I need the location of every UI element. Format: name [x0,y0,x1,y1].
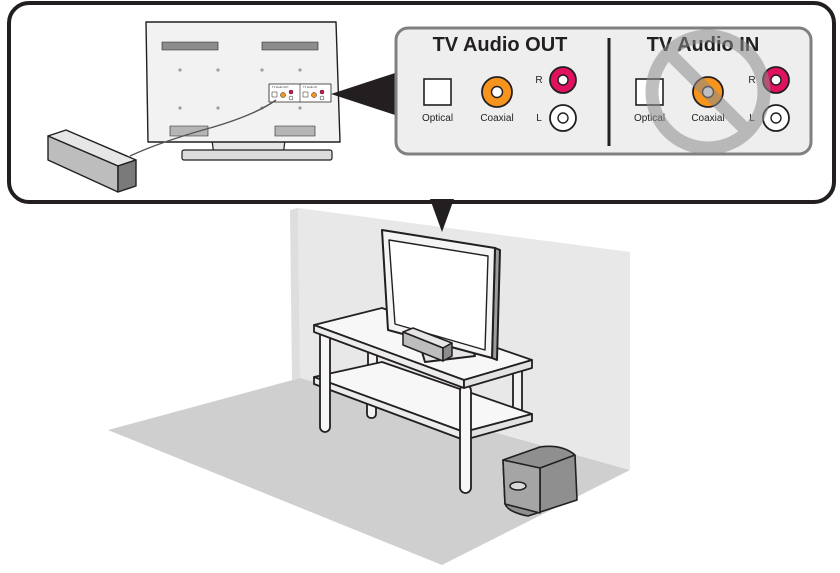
floor [108,378,630,565]
coaxial-port-out [481,76,513,108]
tv-back-panel: TV Audio OUT TV Audio IN [145,21,341,161]
tv-audio-out-section: TV Audio OUT Optical Coaxial R L [422,34,577,132]
tv-audio-out-title: TV Audio OUT [433,34,568,56]
room-scene [108,208,630,565]
optical-label-in: Optical [634,113,665,124]
r-label-in: R [748,75,755,86]
tv [381,229,501,363]
tv-back-out-label: TV Audio OUT [272,85,289,89]
coaxial-label-in: Coaxial [691,113,724,124]
jack-panel: TV Audio OUT Optical Coaxial R L [394,26,813,156]
optical-port-out [423,78,452,106]
l-label-out: L [536,113,542,124]
audio-cable [129,99,277,157]
r-label-out: R [535,75,542,86]
callout-soundbar [47,129,137,193]
tv-back-in-label: TV Audio IN [303,85,317,89]
tv-audio-in-section: TV Audio IN Optical Coaxial R L [634,29,790,155]
callout-bubble: TV Audio OUT TV Audio IN T [7,1,836,232]
subwoofer [502,445,578,517]
audio-l-port-out [549,104,577,132]
zoom-pointer [331,72,398,116]
prohibited-icon [645,29,771,155]
optical-label-out: Optical [422,113,453,124]
room-soundbar [402,327,453,362]
side-wall [290,208,300,380]
coaxial-label-out: Coaxial [480,113,513,124]
audio-r-port-out [549,66,577,94]
